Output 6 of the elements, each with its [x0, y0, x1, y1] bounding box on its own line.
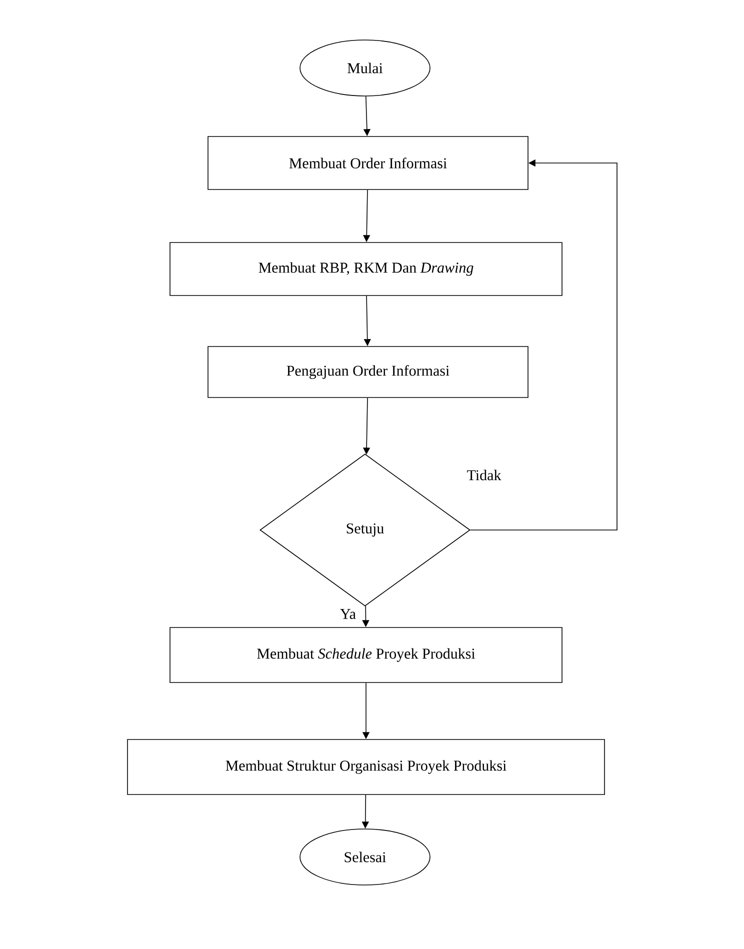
process-box: Membuat Order Informasi [208, 136, 528, 190]
process-box: Membuat RBP, RKM Dan Drawing [170, 242, 562, 296]
edge-label: Ya [339, 608, 357, 620]
process-box: Membuat Schedule Proyek Produksi [170, 627, 562, 683]
process-box: Pengajuan Order Informasi [208, 346, 528, 398]
process-box: Membuat Struktur Organisasi Proyek Produksi [127, 739, 605, 795]
